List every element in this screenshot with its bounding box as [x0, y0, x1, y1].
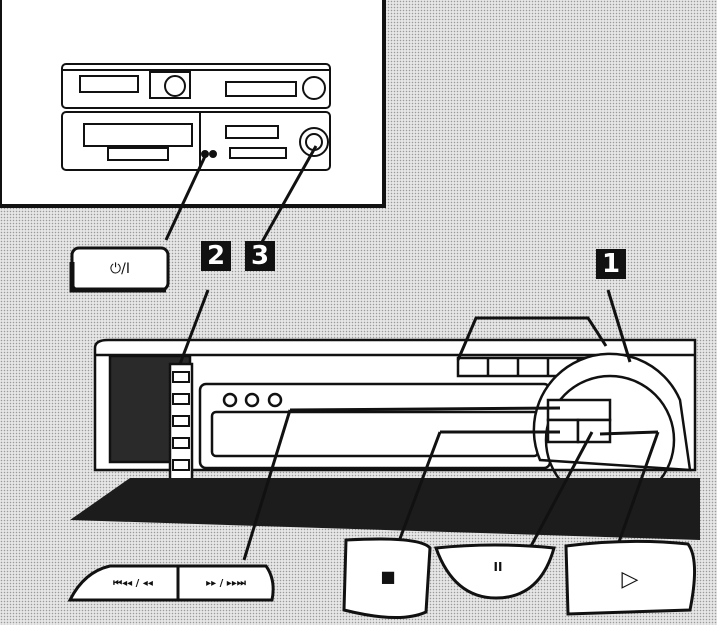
leader-lines [178, 289, 660, 561]
pause-button[interactable] [433, 543, 556, 600]
cassette-deck [93, 338, 697, 506]
side-button-column[interactable] [168, 362, 194, 482]
play-button[interactable] [564, 539, 697, 616]
power-button[interactable] [69, 246, 170, 293]
step-label-2: 2 [201, 241, 231, 271]
inset-panel [0, 0, 386, 243]
inset-upper-unit [61, 63, 331, 109]
leader-power [164, 151, 209, 241]
inset-lower-unit [61, 111, 331, 171]
step-label-3: 3 [245, 241, 275, 271]
deck-shadow [70, 478, 700, 540]
stop-button[interactable] [342, 537, 432, 619]
step-label-1: 1 [596, 249, 626, 279]
skip-back-button[interactable] [67, 564, 182, 602]
leader-step3 [260, 145, 318, 243]
skip-forward-button[interactable] [176, 564, 275, 602]
